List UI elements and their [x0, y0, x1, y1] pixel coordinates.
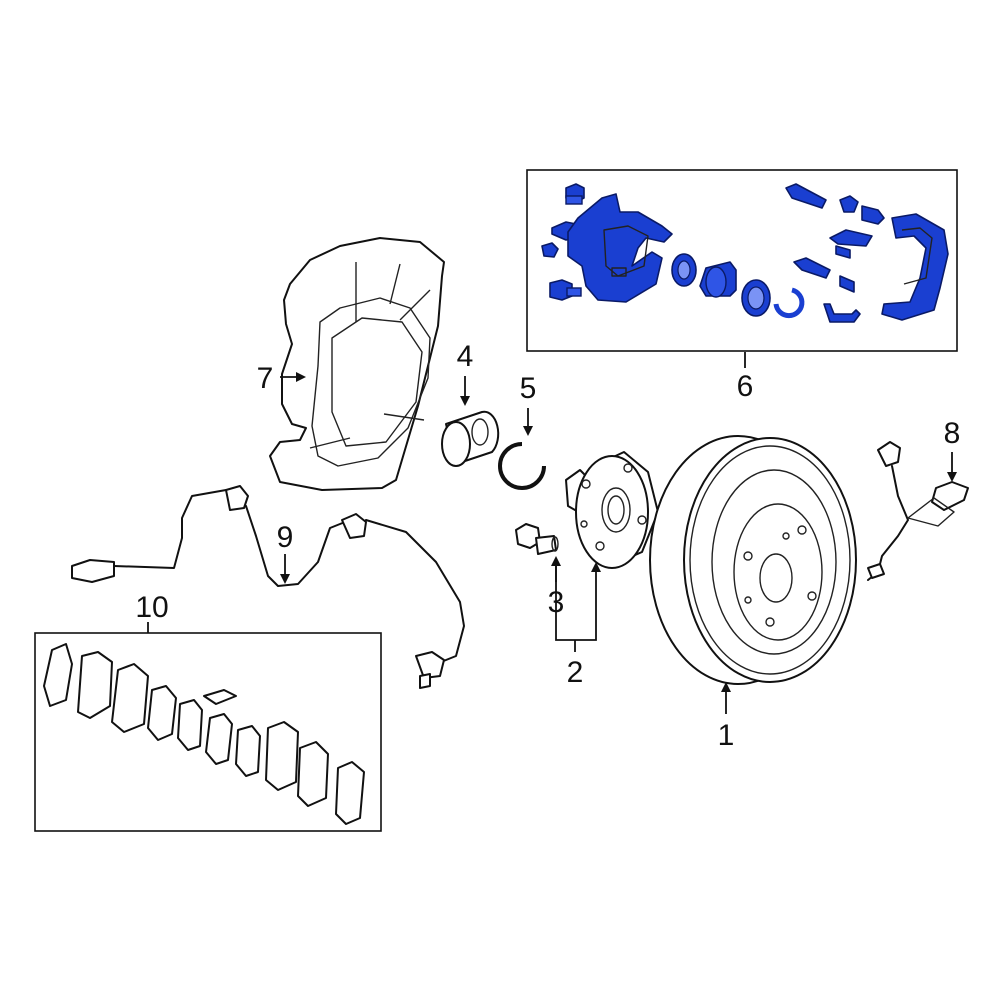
- caliper-assembly[interactable]: [526, 169, 958, 352]
- svg-text:1: 1: [718, 719, 735, 752]
- hub-bolt[interactable]: [515, 523, 559, 555]
- callout-3: 3: [548, 556, 565, 619]
- svg-text:10: 10: [135, 591, 168, 624]
- caliper-guide-pins: [785, 183, 885, 323]
- brake-pad-set[interactable]: [34, 632, 382, 832]
- callout-10: 10: [135, 591, 169, 633]
- callout-4: 4: [457, 340, 474, 406]
- svg-text:6: 6: [737, 370, 754, 403]
- pad-kit-box: [34, 632, 382, 832]
- caliper-bracket: [881, 213, 949, 321]
- wheel-bearing[interactable]: [441, 410, 500, 467]
- svg-text:5: 5: [520, 372, 537, 405]
- splash-shield[interactable]: [269, 237, 445, 491]
- caliper-bolts-left: [541, 183, 585, 301]
- svg-text:7: 7: [257, 362, 274, 395]
- callout-9: 9: [277, 521, 294, 584]
- piston: [699, 261, 737, 298]
- svg-text:3: 3: [548, 586, 565, 619]
- snap-ring[interactable]: [498, 442, 546, 490]
- callout-1: 1: [718, 682, 735, 752]
- callout-6: 6: [737, 352, 754, 403]
- svg-text:9: 9: [277, 521, 294, 554]
- svg-text:8: 8: [944, 417, 961, 450]
- brake-rotor[interactable]: [649, 435, 857, 685]
- svg-text:4: 4: [457, 340, 474, 373]
- abs-sensor-left[interactable]: [71, 485, 465, 689]
- callout-5: 5: [520, 372, 537, 436]
- retaining-clip: [773, 287, 805, 319]
- caliper-kit-box: [526, 169, 958, 352]
- hub-assembly[interactable]: [565, 451, 659, 569]
- callout-7: 7: [257, 362, 306, 395]
- callout-2: 2: [555, 560, 601, 689]
- caliper-body: [567, 193, 673, 303]
- callout-8: 8: [944, 417, 961, 482]
- svg-text:2: 2: [567, 656, 584, 689]
- abs-sensor-right[interactable]: [867, 441, 969, 581]
